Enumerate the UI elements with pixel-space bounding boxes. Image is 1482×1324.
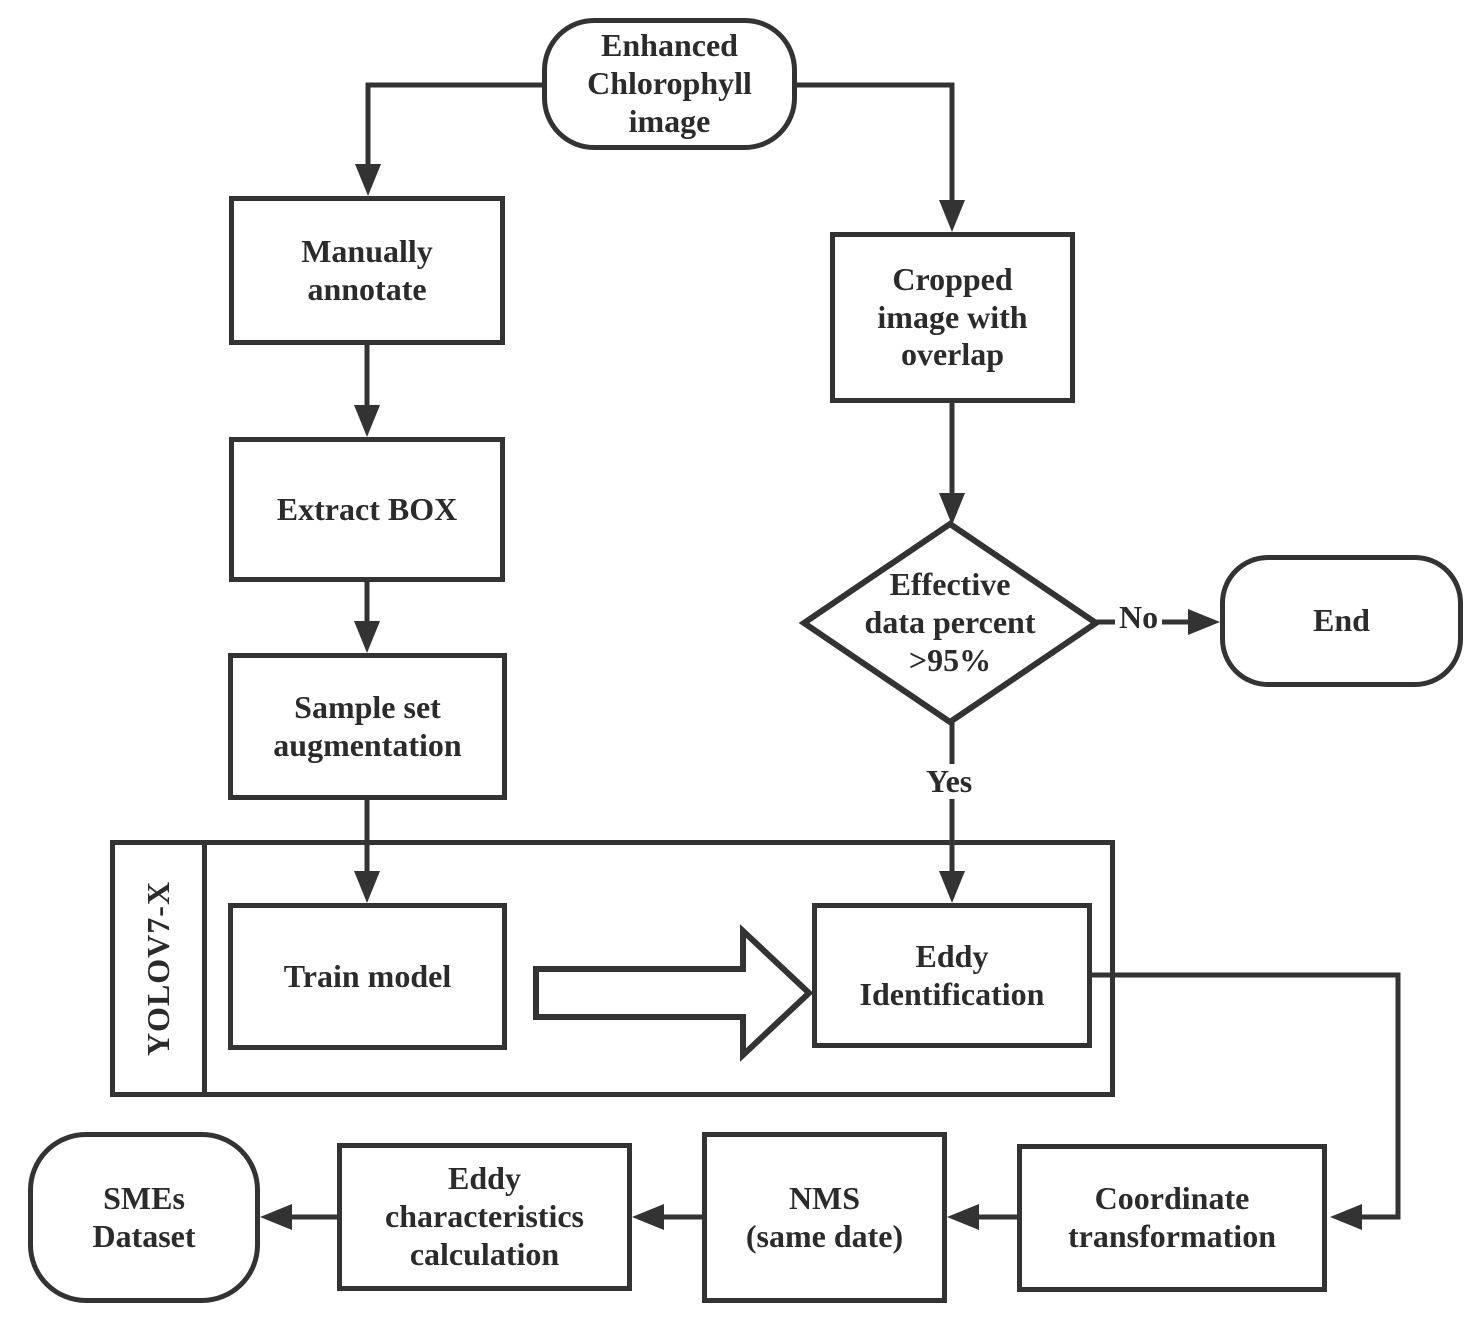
node-end: End [1220, 555, 1463, 687]
node-eddy-identification: Eddy Identification [812, 903, 1092, 1048]
arrowhead-icon [1330, 1204, 1362, 1230]
edge-enhanced-to-cropped [797, 82, 955, 200]
arrowhead-icon [939, 493, 965, 525]
arrowhead-icon [1188, 609, 1220, 635]
arrowhead-icon [939, 200, 965, 232]
node-label: Effective data percent >95% [864, 566, 1036, 678]
node-smes-dataset: SMEs Dataset [28, 1132, 260, 1303]
node-label: NMS (same date) [745, 1179, 904, 1254]
node-label: Train model [283, 957, 452, 994]
node-label: Enhanced Chlorophyll image [587, 27, 752, 139]
node-label: Extract BOX [276, 490, 458, 527]
node-label: Cropped image with overlap [877, 260, 1028, 373]
edge-enhanced-to-manually [365, 82, 542, 164]
node-label: End [1313, 602, 1370, 639]
node-nms-same-date: NMS (same date) [702, 1132, 947, 1303]
node-label: Manually annotate [301, 232, 433, 307]
node-label: Eddy characteristics calculation [384, 1160, 584, 1272]
arrowhead-icon [947, 1204, 979, 1230]
node-extract-box: Extract BOX [229, 437, 505, 582]
arrowhead-icon [354, 405, 380, 437]
node-effective-data-decision: Effective data percent >95% [808, 560, 1092, 686]
arrowhead-icon [355, 164, 381, 196]
node-train-model: Train model [228, 903, 507, 1050]
node-manually-annotate: Manually annotate [229, 196, 505, 345]
arrowhead-icon [354, 621, 380, 653]
node-eddy-characteristics-calculation: Eddy characteristics calculation [337, 1143, 632, 1291]
node-enhanced-chlorophyll-image: Enhanced Chlorophyll image [542, 18, 797, 150]
node-label: Eddy Identification [859, 937, 1045, 1012]
node-coordinate-transformation: Coordinate transformation [1017, 1144, 1327, 1292]
yolov7x-label-box: YOLOV7-X [115, 845, 207, 1092]
node-label: SMEs Dataset [92, 1179, 196, 1254]
edge-label-yes: Yes [922, 763, 977, 800]
node-cropped-image-with-overlap: Cropped image with overlap [830, 232, 1075, 403]
arrowhead-icon [632, 1204, 664, 1230]
node-label: Coordinate transformation [1068, 1180, 1276, 1254]
arrowhead-icon [260, 1204, 292, 1230]
yolov7x-label: YOLOV7-X [140, 880, 177, 1057]
edge-label-no: No [1115, 599, 1163, 636]
node-label: Sample set augmentation [273, 688, 462, 763]
node-sample-set-augmentation: Sample set augmentation [228, 653, 507, 800]
